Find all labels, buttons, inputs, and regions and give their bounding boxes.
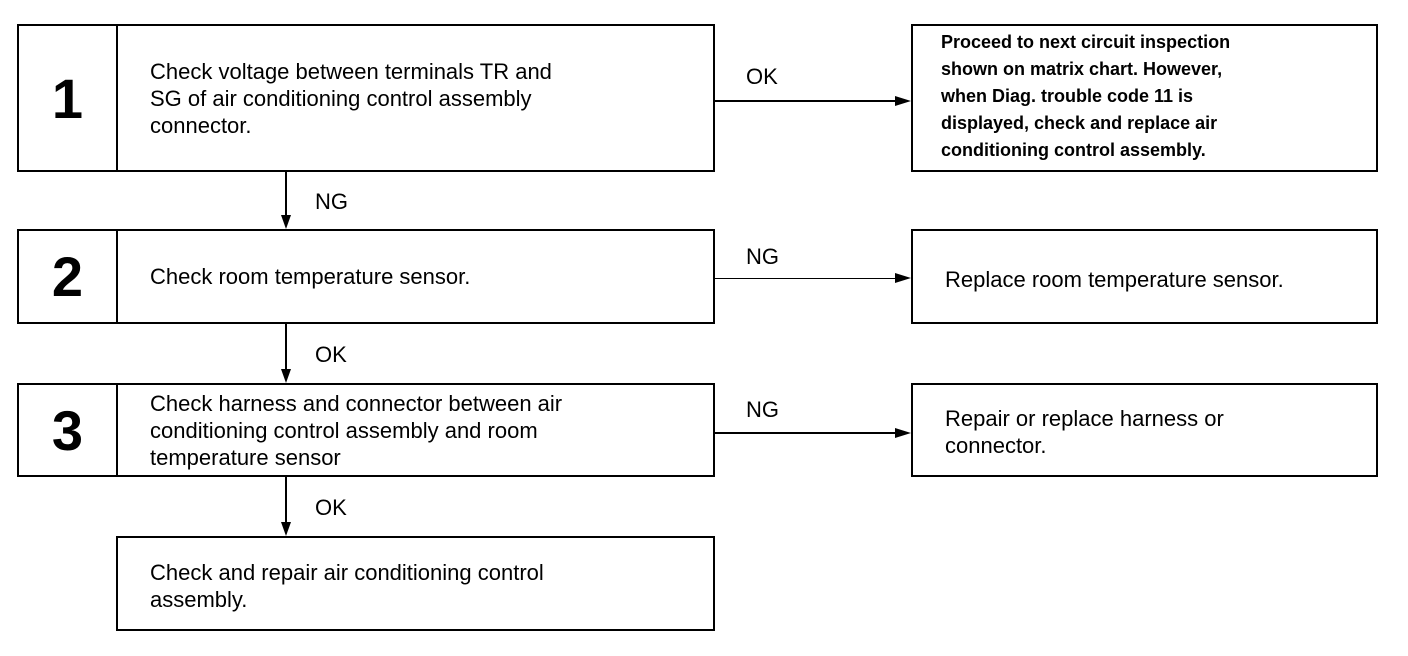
arrowhead-step1-step2	[281, 215, 291, 229]
connector-step3-final	[285, 477, 287, 523]
connector-step3-result3	[715, 432, 897, 434]
label-step3-ng: NG	[746, 397, 779, 422]
step-1-number: 1	[19, 26, 118, 170]
arrowhead-step1-result1	[895, 96, 911, 106]
arrowhead-step2-step3	[281, 369, 291, 383]
result-2-text: Replace room temperature sensor.	[945, 267, 1284, 292]
label-step1-ng: NG	[315, 189, 348, 214]
connector-step1-result1	[715, 100, 897, 102]
label-step2-ng: NG	[746, 244, 779, 269]
step-2-box: 2 Check room temperature sensor.	[17, 229, 715, 324]
label-step1-ok: OK	[746, 64, 778, 89]
connector-step2-step3	[285, 324, 287, 370]
result-3-box: Repair or replace harness or connector.	[911, 383, 1378, 477]
connector-step1-step2	[285, 172, 287, 216]
final-step-text: Check and repair air conditioning contro…	[150, 560, 544, 612]
result-3-text: Repair or replace harness or connector.	[945, 406, 1224, 458]
label-step2-ok: OK	[315, 342, 347, 367]
result-1-text: Proceed to next circuit inspection shown…	[941, 32, 1231, 160]
result-2-box: Replace room temperature sensor.	[911, 229, 1378, 324]
step-2-text: Check room temperature sensor.	[150, 264, 471, 289]
connector-step2-result2	[715, 278, 897, 279]
step-3-number: 3	[19, 385, 118, 475]
label-step3-ok: OK	[315, 495, 347, 520]
step-1-box: 1 Check voltage between terminals TR and…	[17, 24, 715, 172]
step-3-text: Check harness and connector between air …	[150, 390, 563, 470]
arrowhead-step3-result3	[895, 428, 911, 438]
step-2-number: 2	[19, 231, 118, 322]
step-1-text: Check voltage between terminals TR and S…	[150, 58, 552, 138]
arrowhead-step2-result2	[895, 273, 911, 283]
result-1-box: Proceed to next circuit inspection shown…	[911, 24, 1378, 172]
step-3-box: 3 Check harness and connector between ai…	[17, 383, 715, 477]
arrowhead-step3-final	[281, 522, 291, 536]
final-step-box: Check and repair air conditioning contro…	[116, 536, 715, 631]
